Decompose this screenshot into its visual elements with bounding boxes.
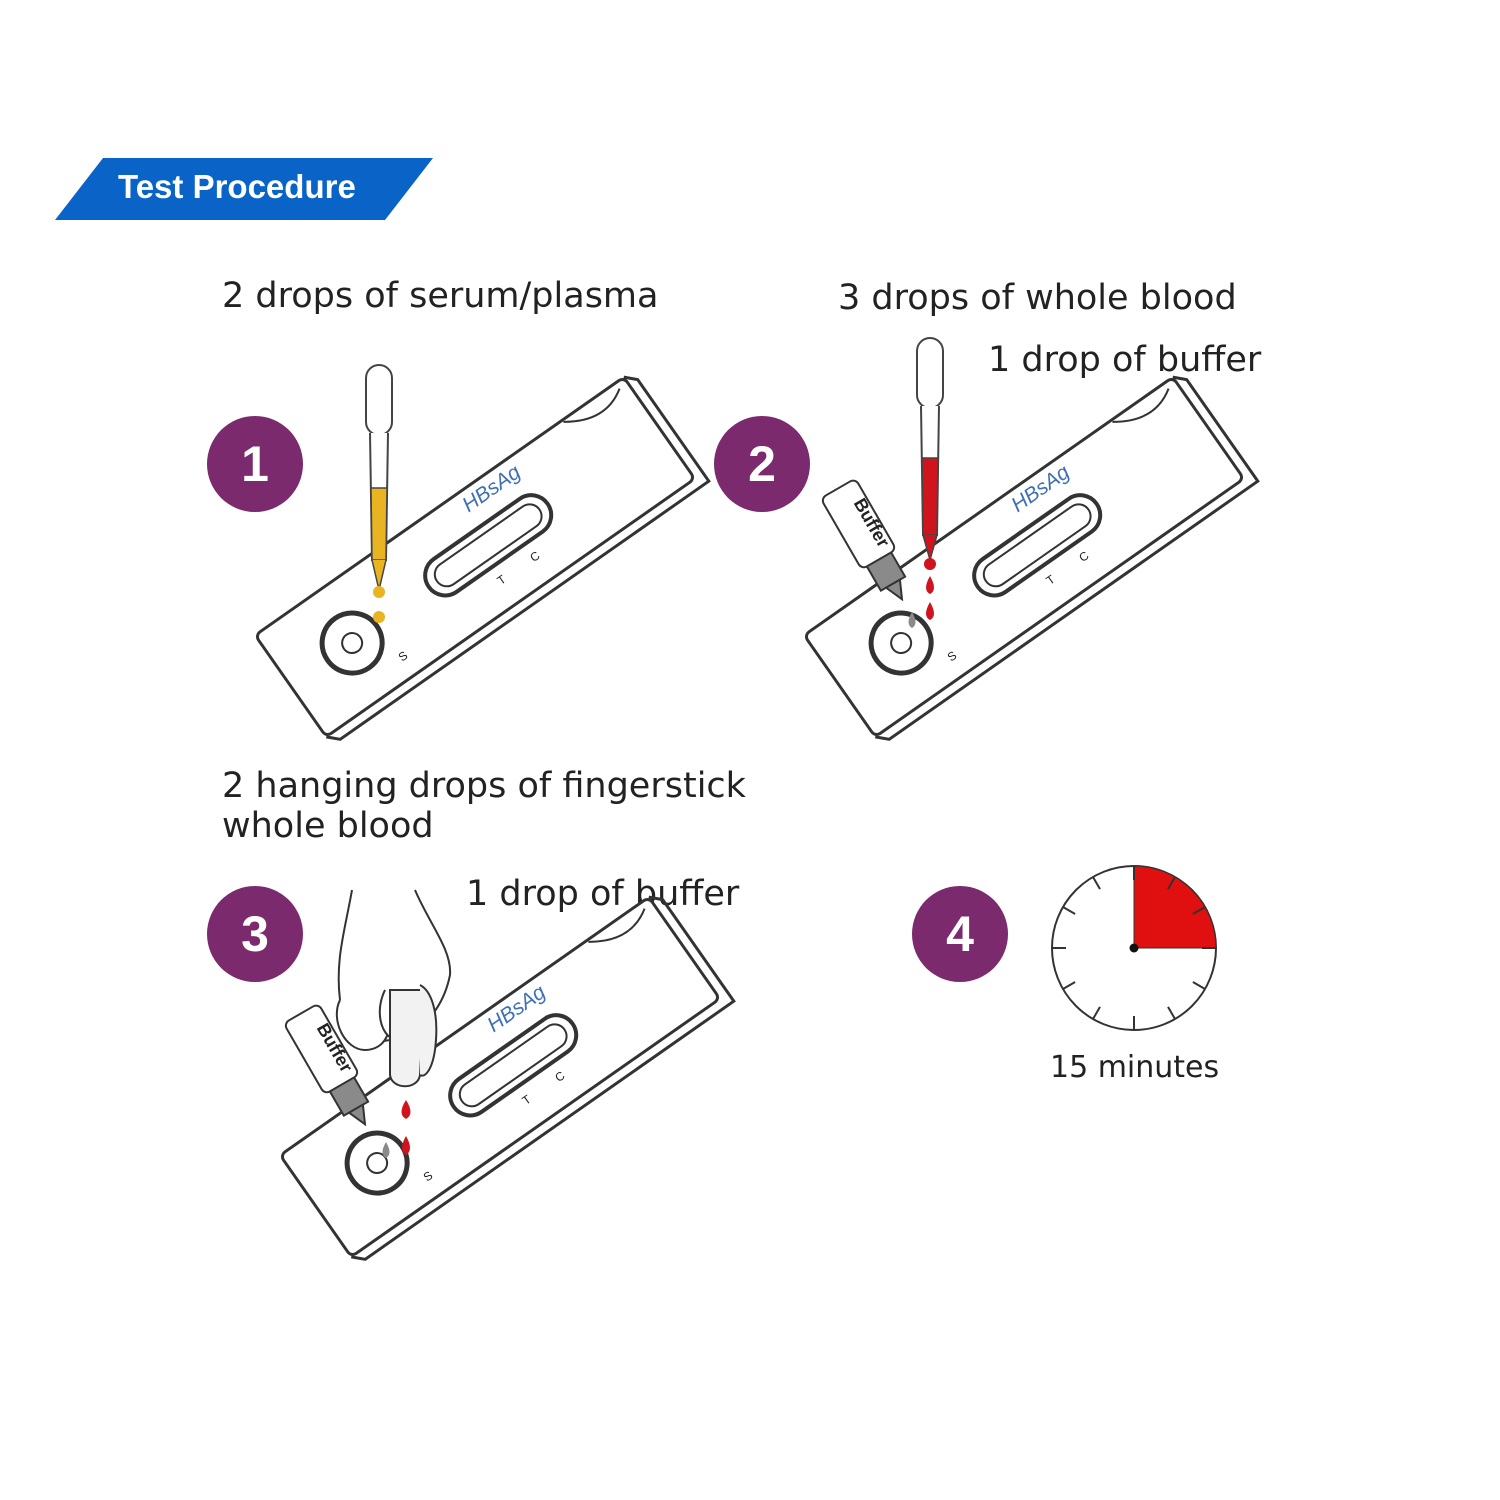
dropper [916, 337, 944, 563]
drop [373, 611, 385, 623]
test-cassette: S T C HBsAg [804, 375, 1260, 741]
step-2-buffer-caption: 1 drop of buffer [988, 340, 1262, 380]
step-3-badge: 3 [207, 886, 303, 982]
elapsed-wedge [1133, 865, 1217, 949]
step-1-caption: 2 drops of serum/plasma [222, 276, 659, 316]
buffer-bottle: Buffer [284, 1004, 370, 1127]
header-banner [55, 158, 433, 220]
clock-tick [1167, 1006, 1176, 1020]
clock-tick [1062, 981, 1076, 990]
step-2-caption: 3 drops of whole blood [838, 278, 1237, 318]
step-3-caption-line2: whole blood [222, 806, 434, 846]
clock-tick [1062, 906, 1076, 915]
drop [926, 602, 934, 620]
buffer-drop [382, 1142, 390, 1158]
clock-tick [1192, 906, 1206, 915]
step-3-caption-line1: 2 hanging drops of fingerstick [222, 766, 746, 806]
timer-clock-icon [1051, 865, 1217, 1031]
clock-tick [1167, 876, 1176, 890]
drop [402, 1136, 410, 1155]
test-cassette: S T C HBsAg [280, 895, 736, 1261]
clock-center [1129, 943, 1139, 953]
drop [926, 576, 934, 594]
buffer-bottle: Buffer [821, 479, 907, 602]
buffer-drop [908, 612, 916, 628]
clock-ticks [1052, 866, 1216, 1030]
drop [373, 586, 385, 598]
step-4-badge: 4 [912, 886, 1008, 982]
step-3-buffer-caption: 1 drop of buffer [466, 874, 740, 914]
step-1-badge: 1 [207, 416, 303, 512]
clock-tick [1192, 981, 1206, 990]
clock-tick [1092, 876, 1101, 890]
drop [924, 558, 936, 570]
test-cassette: S T C HBsAg [255, 375, 711, 741]
clock-tick [1092, 1006, 1101, 1020]
step-2-badge: 2 [714, 416, 810, 512]
dropper [365, 364, 393, 591]
hand-icon [335, 889, 452, 1088]
timer-label: 15 minutes [1050, 1050, 1220, 1085]
drop [401, 1100, 411, 1119]
page-title: Test Procedure [118, 168, 356, 205]
